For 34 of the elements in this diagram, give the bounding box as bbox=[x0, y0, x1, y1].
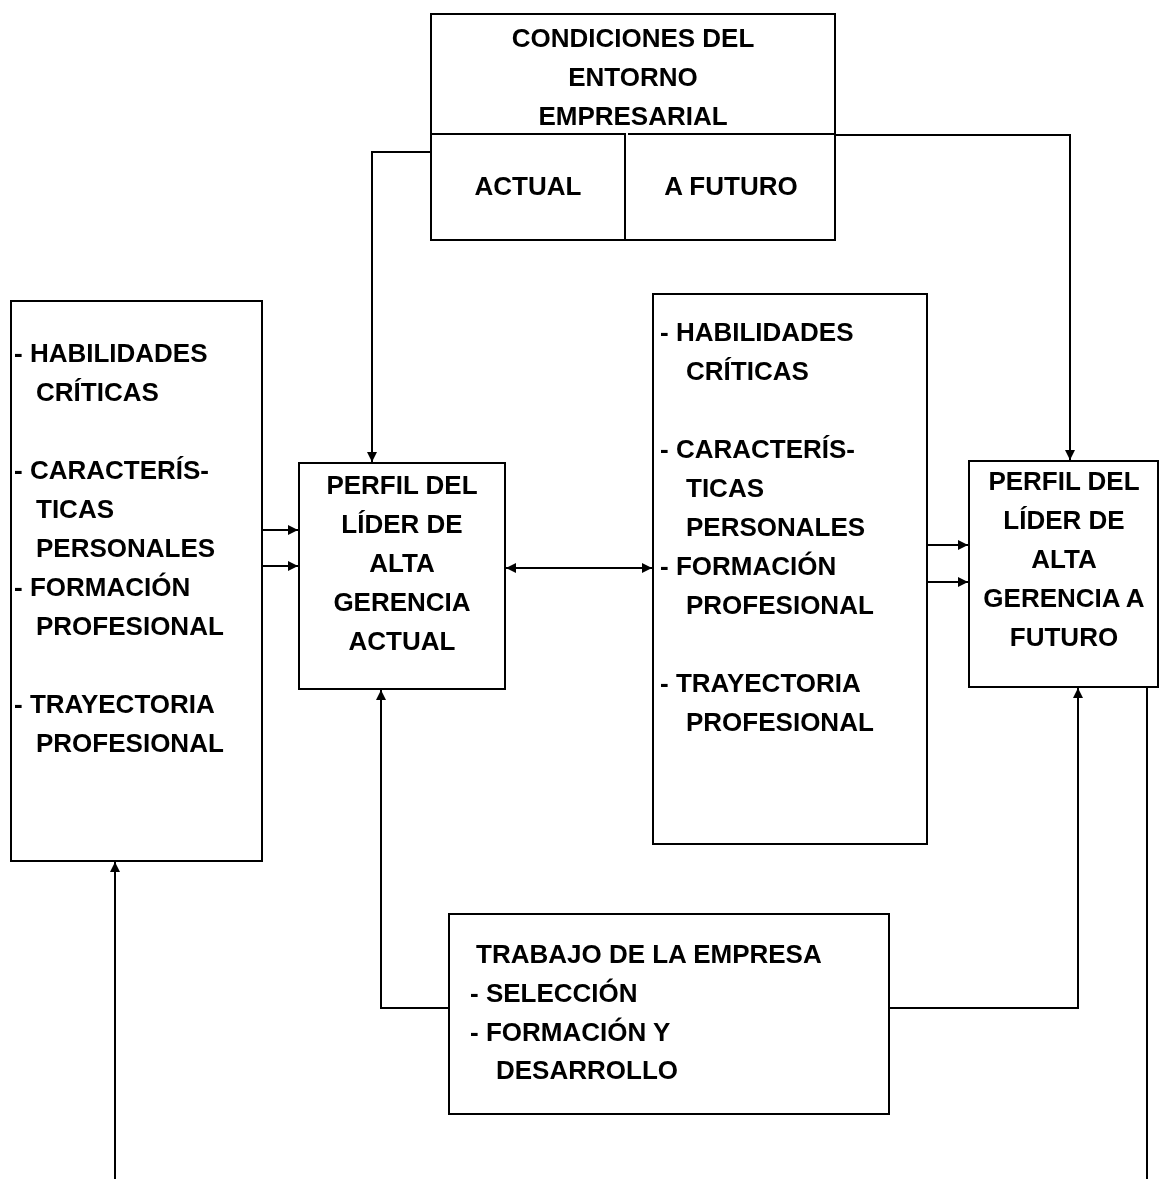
arrow bbox=[262, 525, 299, 535]
list-item: - FORMACIÓN PROFESIONAL bbox=[14, 571, 225, 643]
arrow bbox=[376, 689, 449, 1009]
label: PERFIL DEL LÍDER DE ALTA GERENCIA ACTUAL bbox=[325, 469, 479, 658]
label: ACTUAL bbox=[473, 170, 583, 203]
heading: TRABAJO DE LA EMPRESA bbox=[476, 938, 823, 971]
arrow bbox=[927, 577, 969, 587]
label: CONDICIONES DEL ENTORNO EMPRESARIAL bbox=[510, 22, 756, 133]
text-box bbox=[968, 460, 1159, 688]
text-box bbox=[298, 462, 506, 690]
arrow bbox=[505, 563, 653, 573]
connector-line bbox=[1146, 687, 1148, 1179]
cell-box bbox=[432, 133, 626, 239]
arrow bbox=[367, 151, 431, 463]
arrow bbox=[927, 540, 969, 550]
list-item: - CARACTERÍS- TICAS PERSONALES bbox=[660, 433, 867, 544]
header-box bbox=[430, 13, 836, 241]
arrow bbox=[110, 861, 120, 1179]
list-item: - HABILIDADES CRÍTICAS bbox=[660, 316, 855, 388]
arrow bbox=[262, 561, 299, 571]
label: PERFIL DEL LÍDER DE ALTA GERENCIA A FUTURO bbox=[982, 465, 1146, 654]
list-item: - TRAYECTORIA PROFESIONAL bbox=[660, 667, 875, 739]
label: A FUTURO bbox=[663, 170, 799, 203]
list-item: - CARACTERÍS- TICAS PERSONALES bbox=[14, 454, 217, 565]
list-item: - SELECCIÓN bbox=[470, 977, 639, 1010]
arrow bbox=[889, 687, 1083, 1009]
list-item: - FORMACIÓN PROFESIONAL bbox=[660, 550, 875, 622]
list-item: - FORMACIÓN Y DESARROLLO bbox=[470, 1016, 679, 1087]
text-box bbox=[10, 300, 263, 862]
arrow bbox=[835, 134, 1075, 461]
text-box bbox=[448, 913, 890, 1115]
text-box bbox=[652, 293, 928, 845]
list-item: - HABILIDADES CRÍTICAS bbox=[14, 337, 209, 409]
list-item: - TRAYECTORIA PROFESIONAL bbox=[14, 688, 225, 760]
